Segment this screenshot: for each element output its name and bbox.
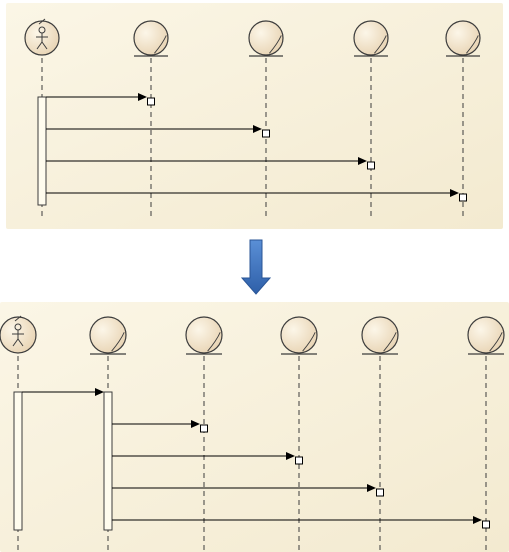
entity-circle (89, 316, 127, 354)
entity-shade-curve (302, 332, 316, 352)
message-arrowhead (367, 484, 376, 492)
stick-figure-leg-right (41, 41, 48, 50)
activation-bar (13, 391, 23, 531)
entity-circle-icon (280, 316, 318, 355)
message-arrowhead (95, 388, 104, 396)
sequence-diagram-before (24, 18, 481, 220)
entity-circle-icon (89, 316, 127, 355)
message-arrowhead (286, 452, 295, 460)
message-target-box (200, 424, 208, 433)
message-arrow (112, 452, 303, 465)
entity-shade-curve (207, 332, 221, 352)
entity-circle-icon (248, 20, 284, 57)
entity-shade-curve (269, 35, 282, 54)
entity-circle-icon (185, 316, 223, 355)
message-arrow (112, 484, 384, 497)
panel-after (0, 302, 509, 552)
stick-figure-icon (36, 18, 48, 50)
entity-circle (280, 316, 318, 354)
entity-circle (248, 20, 284, 56)
stick-figure-icon (12, 315, 24, 347)
message-target-box (482, 520, 490, 529)
message-arrowhead (450, 189, 459, 197)
entity-circle-icon (445, 20, 481, 57)
message-arrow (46, 93, 155, 106)
activation-bar (37, 96, 47, 206)
activation-bar (103, 391, 113, 531)
stick-figure-leg-left (12, 338, 19, 347)
entity-circle (185, 316, 223, 354)
sequence-diagram-after (0, 315, 505, 550)
entity-circle-icon (467, 316, 505, 355)
entity-circle-icon (133, 20, 169, 57)
actor-icon (0, 315, 37, 354)
entity-shade-curve (111, 332, 125, 352)
message-arrow (46, 157, 375, 170)
message-arrow (46, 125, 270, 138)
entity-circle (467, 316, 505, 354)
message-arrow (112, 516, 490, 529)
actor-tick-mark (38, 18, 46, 25)
actor-tick-mark (14, 315, 22, 322)
message-arrow (46, 189, 467, 202)
stick-figure-leg-left (36, 41, 43, 50)
message-arrowhead (253, 125, 262, 133)
entity-circle (353, 20, 389, 56)
message-target-box (147, 97, 155, 106)
message-arrowhead (191, 420, 200, 428)
entity-shade-curve (154, 35, 167, 54)
message-target-box (262, 129, 270, 138)
entity-shade-curve (374, 35, 387, 54)
message-target-box (376, 488, 384, 497)
entity-circle (361, 316, 399, 354)
message-target-box (295, 456, 303, 465)
entity-circle (445, 20, 481, 56)
actor-icon (24, 18, 60, 56)
message-target-box (459, 193, 467, 202)
message-target-box (367, 161, 375, 170)
message-arrowhead (473, 516, 482, 524)
entity-circle-icon (361, 316, 399, 355)
message-arrow (22, 388, 104, 396)
entity-shade-curve (466, 35, 479, 54)
stick-figure-leg-right (17, 338, 24, 347)
panel-before (6, 3, 503, 229)
message-arrowhead (358, 157, 367, 165)
message-arrowhead (138, 93, 147, 101)
message-arrow (112, 420, 208, 433)
entity-shade-curve (489, 332, 503, 352)
arrow-down-icon (240, 239, 272, 295)
entity-shade-curve (383, 332, 397, 352)
entity-circle (133, 20, 169, 56)
entity-circle-icon (353, 20, 389, 57)
